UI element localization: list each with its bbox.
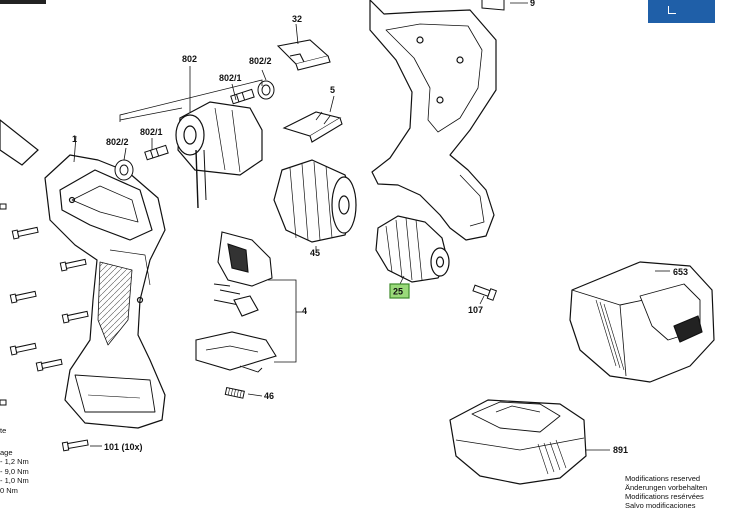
part-5-slide: [282, 111, 343, 143]
callout-32: 32: [292, 14, 302, 24]
callout-802: 802: [182, 54, 197, 64]
callout-653: 653: [673, 267, 688, 277]
callout-802-2-left: 802/2: [106, 137, 129, 147]
modifications-notice-en: Modifications reserved: [625, 474, 701, 483]
edge-note-5: 0 Nm: [0, 485, 18, 495]
callout-891: 891: [613, 445, 628, 455]
housing-half-left: [44, 154, 166, 429]
housing-screws: [9, 226, 89, 452]
callout-25: 25: [393, 287, 403, 297]
part-46-spring: [224, 386, 245, 399]
drill-chuck: [375, 215, 450, 283]
modifications-notice: Modifications reserved Änderungen vorbeh…: [625, 474, 707, 510]
left-edge-fragment: [0, 119, 39, 166]
edge-screw-fragments: [0, 203, 7, 406]
brand-logo-box: [648, 0, 715, 23]
torque-notes-fragment: te age - 1,2 Nm - 9,0 Nm - 1,0 Nm 0 Nm: [0, 412, 29, 496]
callout-45: 45: [310, 248, 320, 258]
callout-802-1-left: 802/1: [140, 127, 163, 137]
callout-4: 4: [302, 306, 307, 316]
brand-logo-mark-icon: [668, 6, 676, 14]
callout-5: 5: [330, 85, 335, 95]
header-bar-fragment: [0, 0, 46, 4]
top-tab-fragment: [481, 0, 505, 11]
callout-25-box: [389, 283, 410, 299]
edge-note-3: - 9,0 Nm: [0, 466, 29, 476]
modifications-notice-es: Salvo modificaciones: [625, 501, 696, 510]
callout-labels: 1 4 5 9 32 45 46 101 (10x) 107 653 802 8…: [72, 0, 688, 455]
callout-9: 9: [530, 0, 535, 8]
callout-101: 101 (10x): [104, 442, 143, 452]
callout-1: 1: [72, 134, 77, 144]
battery-pack: [449, 399, 587, 485]
callout-802-2-top: 802/2: [249, 56, 272, 66]
chuck-screw: [472, 284, 498, 301]
modifications-notice-fr: Modifications resérvées: [625, 492, 704, 501]
edge-note-1: age: [0, 447, 13, 457]
housing-half-right: [369, 0, 497, 241]
callout-25-highlight[interactable]: 25: [389, 283, 410, 299]
edge-note-4: - 1,0 Nm: [0, 476, 29, 486]
motor-brush-parts: [114, 80, 275, 181]
motor: [175, 101, 263, 209]
part-32-bracket: [276, 39, 331, 71]
callout-46: 46: [264, 391, 274, 401]
callout-802-1-top: 802/1: [219, 73, 242, 83]
switch-module: [195, 231, 277, 373]
leader-lines: [73, 2, 670, 451]
edge-note-0: te: [0, 426, 7, 435]
charger: [569, 261, 715, 383]
modifications-notice-de: Änderungen vorbehalten: [625, 483, 708, 492]
gearbox: [273, 159, 357, 243]
callout-107: 107: [468, 305, 483, 315]
edge-note-2: - 1,2 Nm: [0, 457, 29, 467]
